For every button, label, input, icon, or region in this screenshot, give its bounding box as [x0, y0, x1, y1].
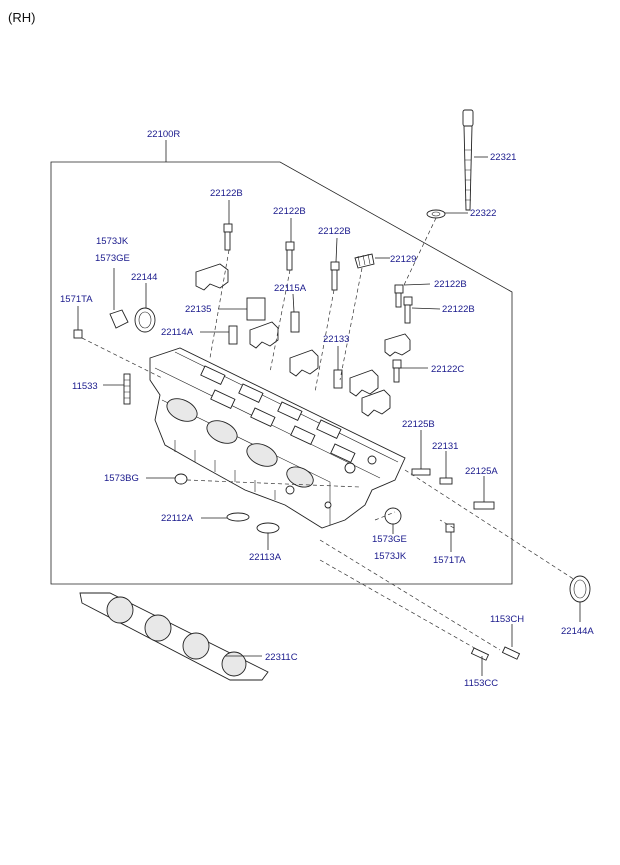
label-22135: 22135 — [185, 304, 211, 315]
label-22114A: 22114A — [161, 327, 194, 338]
seals-and-pins — [73, 297, 591, 661]
label-11533: 11533 — [72, 381, 98, 392]
label-1571TA-left: 1571TA — [60, 294, 93, 305]
alignment-dashes — [81, 217, 576, 651]
label-22322: 22322 — [470, 208, 496, 219]
label-22125A: 22125A — [465, 466, 498, 477]
label-22133: 22133 — [323, 334, 349, 345]
part-labels: 22100R 22321 22322 22122B 22122B 22122B … — [60, 129, 594, 689]
label-22125B: 22125B — [402, 419, 435, 430]
label-22311C: 22311C — [265, 652, 298, 663]
assembly-boundary — [50, 161, 513, 585]
label-22122B-1: 22122B — [210, 188, 243, 199]
label-22321: 22321 — [490, 152, 516, 163]
label-22115A: 22115A — [274, 283, 307, 294]
label-22113A: 22113A — [249, 552, 282, 563]
label-22122C: 22122C — [431, 364, 464, 375]
label-22122B-2: 22122B — [273, 206, 306, 217]
label-1573GE-top: 1573GE — [95, 253, 130, 264]
label-22144: 22144 — [131, 272, 157, 283]
label-22122B-5: 22122B — [442, 304, 475, 315]
label-1571TA-right: 1571TA — [433, 555, 466, 566]
label-1153CC: 1153CC — [464, 678, 498, 689]
label-1153CH: 1153CH — [490, 614, 524, 625]
head-gasket — [79, 592, 269, 681]
label-22122B-3: 22122B — [318, 226, 351, 237]
label-22122B-4: 22122B — [434, 279, 467, 290]
label-22131: 22131 — [432, 441, 458, 452]
leader-lines — [77, 156, 581, 676]
label-22112A: 22112A — [161, 513, 194, 524]
label-1573BG: 1573BG — [104, 473, 139, 484]
label-1573JK-top: 1573JK — [96, 236, 129, 247]
label-1573JK-bottom: 1573JK — [374, 551, 407, 562]
cylinder-head — [149, 347, 406, 529]
label-1573GE-bottom: 1573GE — [372, 534, 407, 545]
variant-label: (RH) — [8, 10, 35, 25]
label-22100R: 22100R — [147, 129, 180, 140]
bolts — [223, 109, 474, 383]
label-22144A: 22144A — [561, 626, 594, 637]
label-22129: 22129 — [390, 254, 416, 265]
camshaft-caps — [195, 263, 411, 417]
